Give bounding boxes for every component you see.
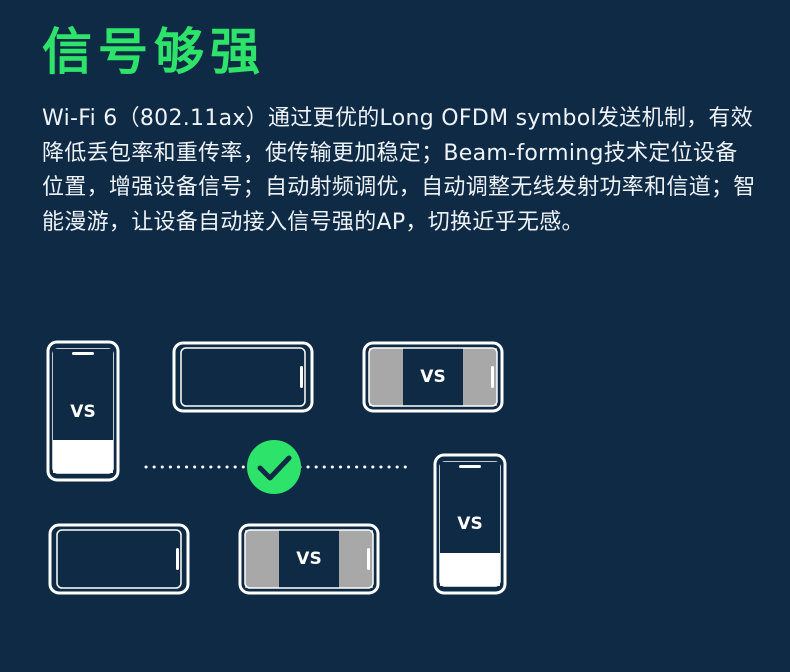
check-circle-icon: [247, 440, 301, 494]
vs-label-3: VS: [296, 549, 321, 569]
page-title: 信号够强: [42, 23, 266, 81]
phone-landscape-top-middle: [172, 341, 314, 413]
vs-label-4: VS: [457, 514, 482, 534]
roaming-link: [144, 440, 412, 494]
roaming-illustration: VS VS VS: [46, 340, 507, 595]
phone-landscape-top-right: VS: [362, 341, 504, 413]
feature-description: Wi-Fi 6（802.11ax）通过更优的Long OFDM symbol发送…: [42, 106, 756, 235]
phone-landscape-bottom-left: [48, 523, 190, 595]
vs-label-2: VS: [420, 367, 445, 387]
phone-portrait-top-left: VS: [46, 340, 120, 482]
phone-landscape-bottom-middle: VS: [238, 523, 380, 595]
phone-portrait-right: VS: [433, 453, 507, 595]
vs-label-1: VS: [70, 402, 95, 422]
